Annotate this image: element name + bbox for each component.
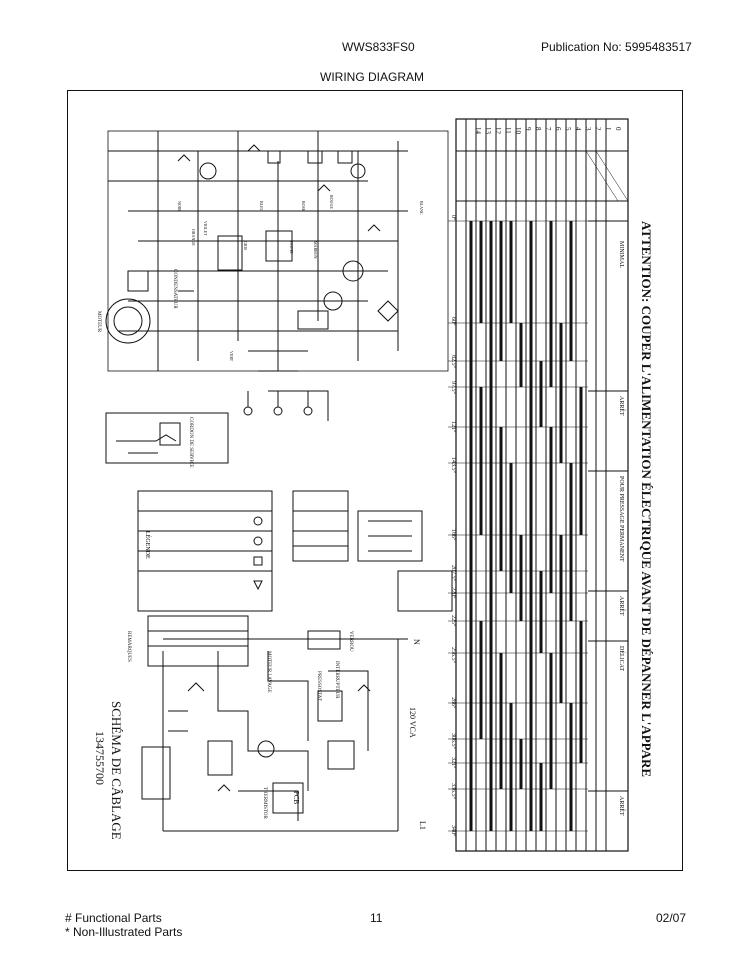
wiring-schematic: ATTENTION: COUPER L'ALIMENTATION ÉLECTRI… (93, 118, 654, 852)
timer-row-number: 11 (504, 127, 512, 134)
non-illustrated-note: * Non-Illustrated Parts (65, 925, 183, 939)
wire-orange: ORANGE (191, 229, 196, 246)
wire-rouge: ROUGE (329, 195, 334, 209)
wiring-diagram-frame: ATTENTION: COUPER L'ALIMENTATION ÉLECTRI… (67, 90, 683, 871)
timer-cycle-column: POUR PRESSAGE PERMANENT (618, 476, 624, 562)
timer-row-number: 14 (474, 127, 482, 135)
timer-row-number: 6 (554, 127, 562, 131)
timer-row-number: 2 (594, 127, 602, 131)
timer-row-number: 13 (484, 127, 492, 135)
warning-text: ATTENTION: COUPER L'ALIMENTATION ÉLECTRI… (639, 221, 654, 777)
timer-row-number: 7 (544, 127, 552, 131)
timer-row-number: 0 (614, 127, 622, 131)
neutral-label: N (412, 639, 421, 645)
wire-violet: VIOLET (203, 221, 208, 236)
motor-detail (292, 490, 453, 612)
timer-row-number: 5 (564, 127, 572, 131)
verrou-label: VERROU (348, 631, 353, 652)
wire-rose: ROSE (301, 201, 306, 212)
degree-mark: 220° (450, 587, 457, 599)
degree-mark: 336.5° (450, 783, 457, 800)
supply-label: 120 VCA (408, 707, 417, 738)
degree-mark: 225° (450, 615, 457, 627)
degree-mark: 143.5° (450, 457, 457, 474)
degree-mark: 186° (450, 529, 457, 541)
page-title: WIRING DIAGRAM (320, 70, 424, 84)
degree-marks: 0° 60° 82.5° 97.5° 121° 143.5° 186° 207.5° 220° 2… (450, 215, 457, 837)
schematic-number: 134755700 (93, 731, 107, 785)
timer-chart (448, 118, 629, 852)
line-label: L1 (418, 821, 427, 830)
revision-date: 02/07 (656, 911, 687, 925)
interrupteur-label: INTERRUPTEUR (334, 661, 339, 699)
timer-row-number: 1 (604, 127, 612, 131)
degree-mark: 321° (450, 757, 457, 769)
legend-title: LÉGENDE (144, 531, 152, 559)
timer-cycle-column: ARRÊT (618, 396, 626, 416)
timer-row-number: 10 (514, 127, 522, 135)
pressure-switch-label: PRESSOSTAT (316, 671, 321, 701)
functional-parts-note: # Functional Parts (65, 911, 162, 925)
timer-cycle-column: ARRÊT (618, 796, 626, 816)
degree-mark: 207.5° (450, 565, 457, 582)
timer-cycle-columns: MINIMAL ARRÊT POUR PRESSAGE PERMANENT ARRÊT… (618, 241, 626, 816)
timer-row-number: 12 (494, 127, 502, 135)
thermistor-label: THERMISTOR (262, 787, 267, 820)
wire-blanc: BLANC (419, 201, 424, 215)
timer-cycle-column: MINIMAL (618, 241, 624, 268)
timer-row-number: 4 (574, 127, 582, 131)
remarks-label: REMARQUES (126, 631, 131, 662)
timer-row-number: 8 (534, 127, 542, 131)
publication-number: Publication No: 5995483517 (541, 40, 692, 54)
service-cord-label: CORDON DE SERVICE (188, 417, 193, 468)
condensateur-label: CONDENSATEUR (172, 269, 177, 309)
wash-motor-label: MOTEUR LAVAGE (266, 651, 271, 693)
timer-cycle-column: ARRÊT (618, 596, 626, 616)
legend-box (137, 490, 273, 667)
degree-mark: 82.5° (450, 355, 457, 369)
timer-cycle-column: DÉLICAT (618, 646, 626, 671)
degree-mark: 306.5° (450, 733, 457, 750)
timer-row-number: 3 (584, 127, 592, 131)
wire-vert: VERT (229, 351, 234, 362)
pcb-label: PCB (292, 791, 300, 805)
wire-bleu: BLEU (259, 201, 264, 212)
degree-mark: 286° (450, 697, 457, 709)
degree-mark: 60° (450, 317, 457, 326)
degree-mark: 97.5° (450, 381, 457, 395)
degree-mark: 256.5° (450, 647, 457, 664)
wire-jaune: JAUNE (289, 241, 294, 254)
model-number: WWS833FS0 (342, 40, 415, 54)
wire-gris: GRIS (243, 241, 248, 250)
degree-mark: 340° (450, 825, 457, 837)
wire-marron: MARRON (313, 241, 318, 259)
timer-row-number: 9 (524, 127, 532, 131)
schematic-title: SCHÉMA DE CÂBLAGE (109, 701, 124, 840)
page-number: 11 (370, 911, 383, 925)
service-cord-box (105, 412, 229, 464)
motor-label: MOTEUR (96, 311, 101, 333)
degree-mark: 0° (450, 215, 457, 221)
main-schematic (105, 130, 449, 421)
lower-schematic (141, 630, 408, 832)
degree-mark: 121° (450, 421, 457, 433)
wire-noir: NOIR (177, 201, 182, 211)
